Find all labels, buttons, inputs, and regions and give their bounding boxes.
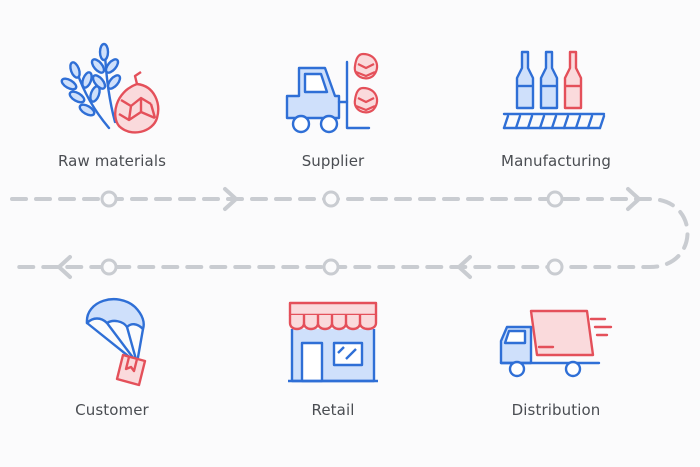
step-label: Retail	[311, 401, 355, 419]
node-customer	[100, 258, 118, 276]
delivery-truck-icon	[499, 309, 613, 378]
step-supplier: Supplier	[233, 42, 433, 170]
wheat-and-hops-icon	[60, 42, 160, 134]
forward-track-line	[10, 197, 690, 269]
step-label: Distribution	[511, 401, 601, 419]
arrow-right-1	[223, 187, 238, 211]
parachute-package-icon	[85, 297, 147, 387]
node-distribution	[546, 258, 564, 276]
step-label: Raw materials	[57, 152, 167, 170]
step-manufacturing: Manufacturing	[456, 42, 656, 170]
forklift-icon	[285, 52, 379, 134]
node-manufacturing	[546, 190, 564, 208]
node-supplier	[322, 190, 340, 208]
node-retail	[322, 258, 340, 276]
step-retail: Retail	[233, 293, 433, 419]
arrow-right-2	[626, 187, 641, 211]
node-raw	[100, 190, 118, 208]
arrow-left-1	[457, 255, 472, 279]
step-customer: Customer	[12, 293, 212, 419]
step-raw-materials: Raw materials	[12, 42, 212, 170]
step-label: Customer	[75, 401, 149, 419]
bottles-on-conveyor-icon	[502, 50, 606, 130]
step-label: Manufacturing	[501, 152, 611, 170]
step-distribution: Distribution	[456, 293, 656, 419]
step-label: Supplier	[301, 152, 365, 170]
storefront-icon	[288, 301, 378, 383]
arrow-left-2	[57, 255, 72, 279]
